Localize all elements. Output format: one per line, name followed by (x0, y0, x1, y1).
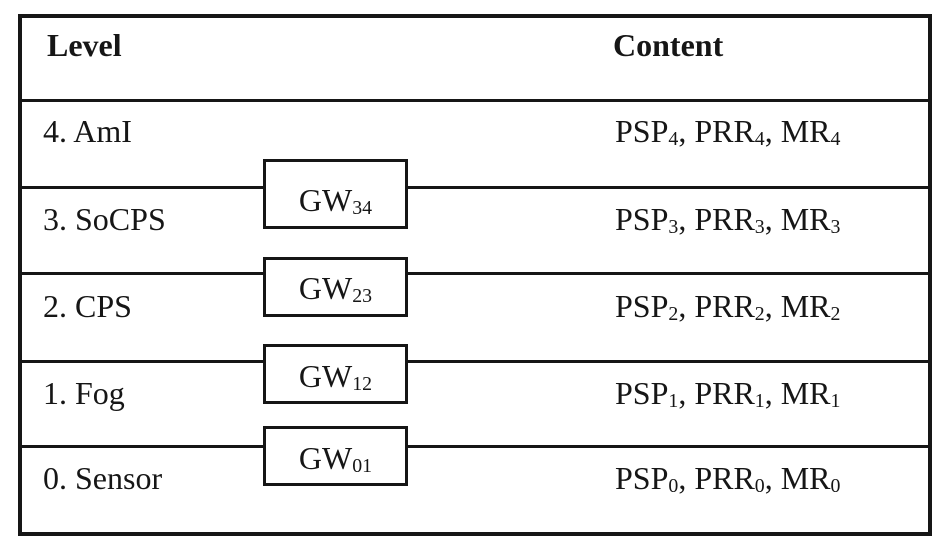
gateway-label: GW34 (266, 162, 405, 221)
content-text: PSP (615, 201, 669, 237)
subscript: 4 (754, 128, 765, 151)
subscript: 12 (352, 373, 373, 396)
gateway-label: GW12 (266, 347, 405, 397)
content-text: , MR (764, 201, 831, 237)
content-text: PSP (615, 460, 669, 496)
content-text: , PRR (678, 375, 755, 411)
gateway-text: GW (298, 270, 353, 306)
subscript: 0 (754, 475, 765, 498)
row-separator-2-1 (20, 360, 928, 363)
gateway-label: GW01 (266, 429, 405, 479)
gateway-box-34: GW34 (263, 159, 408, 229)
subscript: 1 (830, 390, 841, 413)
subscript: 0 (830, 475, 841, 498)
row-separator-3-2 (20, 272, 928, 275)
content-cell-level2: PSP2, PRR2, MR2 (615, 290, 840, 327)
content-cell-level1: PSP1, PRR1, MR1 (615, 377, 840, 414)
level-label-1-fog: 1. Fog (43, 375, 125, 411)
gateway-box-01: GW01 (263, 426, 408, 486)
content-text: PSP (615, 375, 669, 411)
column-header-content: Content (613, 27, 724, 63)
subscript: 1 (754, 390, 765, 413)
content-text: , MR (764, 288, 831, 324)
level-label-2-cps: 2. CPS (43, 288, 132, 324)
content-text: PSP (615, 113, 669, 149)
subscript: 4 (668, 128, 679, 151)
content-text: , PRR (678, 201, 755, 237)
content-cell-level3: PSP3, PRR3, MR3 (615, 203, 840, 240)
subscript: 3 (754, 216, 765, 239)
subscript: 2 (830, 303, 841, 326)
subscript: 34 (352, 197, 373, 220)
subscript: 01 (352, 455, 373, 478)
subscript: 23 (352, 285, 373, 308)
subscript: 2 (754, 303, 765, 326)
content-cell-level4: PSP4, PRR4, MR4 (615, 115, 840, 152)
content-cell-level0: PSP0, PRR0, MR0 (615, 462, 840, 499)
gateway-box-23: GW23 (263, 257, 408, 317)
subscript: 3 (830, 216, 841, 239)
content-text: PSP (615, 288, 669, 324)
gateway-label: GW23 (266, 260, 405, 309)
content-text: , MR (764, 460, 831, 496)
subscript: 1 (668, 390, 679, 413)
subscript: 4 (830, 128, 841, 151)
subscript: 0 (668, 475, 679, 498)
row-separator-4-3 (20, 186, 928, 189)
content-text: , MR (764, 375, 831, 411)
gateway-text: GW (298, 440, 353, 476)
level-label-0-sensor: 0. Sensor (43, 460, 163, 496)
level-label-3-socps: 3. SoCPS (43, 201, 166, 237)
column-header-level: Level (47, 27, 122, 63)
gateway-box-12: GW12 (263, 344, 408, 404)
gateway-text: GW (298, 182, 353, 218)
content-text: , PRR (678, 288, 755, 324)
table-frame (18, 14, 932, 536)
row-separator-header (20, 99, 928, 102)
subscript: 3 (668, 216, 679, 239)
content-text: , MR (764, 113, 831, 149)
content-text: , PRR (678, 113, 755, 149)
subscript: 2 (668, 303, 679, 326)
gateway-text: GW (298, 358, 353, 394)
level-label-4-ami: 4. AmI (43, 113, 132, 149)
row-separator-1-0 (20, 445, 928, 448)
content-text: , PRR (678, 460, 755, 496)
